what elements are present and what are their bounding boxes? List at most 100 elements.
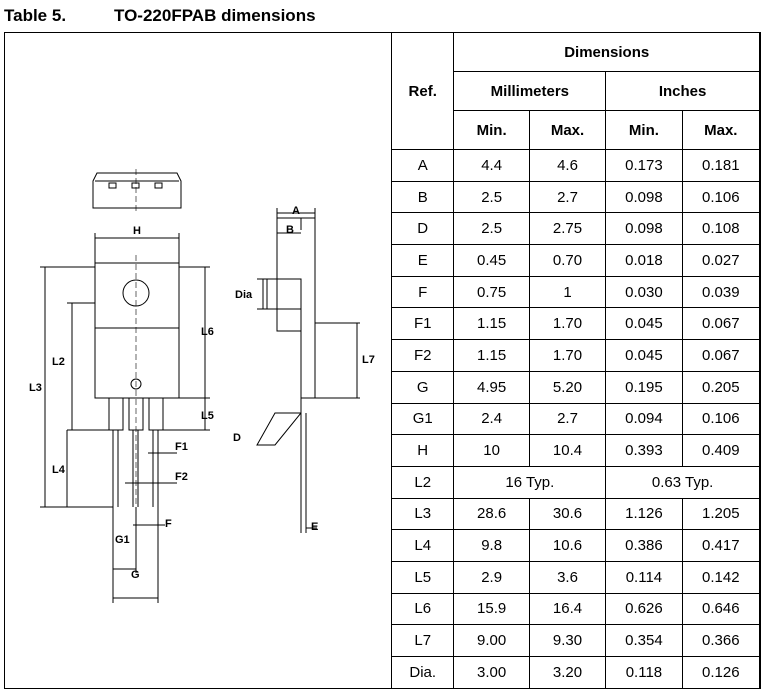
cell-mm-min: 2.5 [453,180,530,214]
cell-ref: F [390,275,455,309]
cell-ref: L4 [390,529,455,562]
side-view-outline [276,217,316,399]
top-view-outline [92,172,182,209]
cell-in-min: 1.126 [605,497,683,531]
cell-mm-min: 1.15 [453,339,530,372]
package-drawing: H L3 L2 L4 L6 L5 F1 F2 F G1 G A B Dia L7… [5,33,391,688]
header-ref: Ref. [390,32,455,150]
label-G: G [131,569,140,581]
label-A: A [292,205,300,217]
header-mm-min: Min. [453,110,530,150]
cell-in-max: 0.142 [681,560,761,594]
label-Dia: Dia [235,289,253,301]
cell-mm-max: 9.30 [528,624,607,657]
cell-mm-min: 28.6 [453,497,530,531]
cell-mm-max: 3.6 [528,560,607,594]
cell-in-max: 0.366 [681,624,761,657]
cell-ref: B [390,180,455,214]
label-D: D [233,432,241,444]
cell-in-min: 0.626 [605,592,683,626]
cell-mm-max: 10.6 [528,529,607,562]
cell-in-max: 0.106 [681,402,761,436]
cell-in-max: 0.409 [681,434,761,467]
cell-ref: L5 [390,560,455,594]
cell-in-min: 0.195 [605,370,683,404]
cell-in-max: 0.181 [681,149,761,182]
label-B: B [286,224,294,236]
cell-mm-min: 0.45 [453,244,530,277]
label-L2: L2 [52,356,65,368]
header-mm-max: Max. [528,110,607,150]
package-outline-svg: H L3 L2 L4 L6 L5 F1 F2 F G1 G A B Dia L7… [29,169,375,603]
label-E: E [311,521,318,533]
cell-mm-max: 30.6 [528,497,607,531]
cell-in-min: 0.114 [605,560,683,594]
cell-mm-max: 2.7 [528,180,607,214]
cell-in-min: 0.045 [605,339,683,372]
cell-mm-min: 2.5 [453,212,530,246]
cell-in-min: 0.098 [605,180,683,214]
cell-ref: A [390,149,455,182]
cell-mm-min: 0.75 [453,275,530,309]
table-caption: Table 5.TO-220FPAB dimensions [4,6,316,26]
label-F: F [165,518,172,530]
cell-in-max: 0.205 [681,370,761,404]
header-in-min: Min. [605,110,683,150]
label-L3: L3 [29,382,42,394]
label-H: H [133,225,141,237]
cell-mm-max: 1.70 [528,307,607,341]
cell-in-max: 0.126 [681,656,761,689]
front-body [94,262,180,399]
cell-in-min: 0.118 [605,656,683,689]
cell-mm-max: 2.7 [528,402,607,436]
cell-in-typ: 0.63 Typ. [605,465,760,499]
cell-mm-max: 4.6 [528,149,607,182]
cell-ref: G1 [390,402,455,436]
cell-mm-max: 2.75 [528,212,607,246]
label-G1: G1 [115,534,130,546]
cell-in-min: 0.386 [605,529,683,562]
caption-number: Table 5. [4,6,67,25]
cell-ref: D [390,212,455,246]
cell-in-max: 0.067 [681,307,761,341]
cell-mm-min: 2.4 [453,402,530,436]
cell-mm-max: 1.70 [528,339,607,372]
cell-ref: F2 [390,339,455,372]
cell-in-min: 0.094 [605,402,683,436]
cell-mm-min: 3.00 [453,656,530,689]
label-L7: L7 [362,354,375,366]
label-L4: L4 [52,464,66,476]
cell-in-max: 0.646 [681,592,761,626]
cell-in-max: 0.067 [681,339,761,372]
cell-in-min: 0.393 [605,434,683,467]
cell-in-min: 0.045 [605,307,683,341]
cell-mm-min: 4.95 [453,370,530,404]
cell-ref: L2 [390,465,455,499]
header-in-max: Max. [681,110,761,150]
cell-mm-max: 16.4 [528,592,607,626]
header-dimensions: Dimensions [453,32,760,72]
cell-ref: F1 [390,307,455,341]
cell-in-max: 0.108 [681,212,761,246]
cell-ref: Dia. [390,656,455,689]
cell-mm-min: 9.00 [453,624,530,657]
cell-in-min: 0.173 [605,149,683,182]
cell-mm-max: 0.70 [528,244,607,277]
cell-in-max: 0.417 [681,529,761,562]
header-millimeters: Millimeters [453,71,607,111]
cell-in-max: 0.039 [681,275,761,309]
label-F2: F2 [175,471,188,483]
cell-ref: H [390,434,455,467]
